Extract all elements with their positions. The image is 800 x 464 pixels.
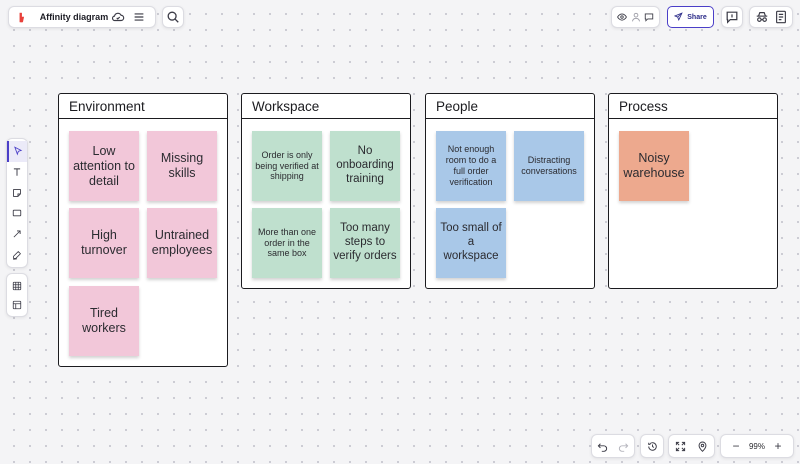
sticky-note[interactable]: More than one order in the same box [252,208,322,278]
document-title[interactable]: Affinity diagram [39,12,109,22]
share-button[interactable]: Share [667,6,714,28]
collaboration-panel [611,6,660,28]
sticky-note[interactable]: Too many steps to verify orders [330,208,400,278]
zoom-level[interactable]: 99% [748,441,765,451]
search-icon [163,6,183,28]
grid-icon[interactable] [7,276,27,295]
cloud-icon[interactable] [108,6,128,28]
notes-icon[interactable] [772,6,790,28]
sticky-note-icon[interactable] [7,182,27,203]
frame-people[interactable]: People Not enough room to do a full orde… [425,93,595,289]
redo-icon[interactable] [613,435,634,457]
comment-icon [722,6,742,28]
sticky-note[interactable]: Too small of a workspace [436,208,506,278]
location-icon[interactable] [692,435,714,457]
tools-toolbar [6,138,28,268]
incognito-icon[interactable] [753,6,771,28]
comments-button[interactable] [721,6,743,28]
document-title-bar: Affinity diagram [8,6,156,28]
pen-icon[interactable] [7,244,27,265]
frame-title[interactable]: Environment [59,94,227,119]
app-logo[interactable] [15,8,32,26]
extra-tools-toolbar [6,273,28,317]
eye-icon[interactable] [615,6,629,28]
frame-process[interactable]: Process Noisy warehouse [608,93,778,289]
frame-title[interactable]: Workspace [242,94,410,119]
undo-redo-panel [591,434,635,458]
right-tools-panel [749,6,793,28]
menu-icon[interactable] [129,6,149,28]
person-icon[interactable] [629,6,643,28]
zoom-out-button[interactable]: − [732,439,740,453]
zoom-controls: − 99% + [720,434,794,458]
history-icon [641,435,663,457]
chat-icon[interactable] [642,6,656,28]
undo-icon[interactable] [592,435,613,457]
sticky-note[interactable]: Low attention to detail [69,131,139,201]
sticky-note[interactable]: Not enough room to do a full order verif… [436,131,506,201]
sticky-note[interactable]: Missing skills [147,131,217,201]
sticky-note[interactable]: No onboarding training [330,131,400,201]
sticky-note[interactable]: Order is only being verified at shipping [252,131,322,201]
sticky-note[interactable]: Tired workers [69,286,139,356]
frame-title[interactable]: Process [609,94,777,119]
view-panel [668,434,715,458]
fit-screen-icon[interactable] [669,435,691,457]
zoom-in-button[interactable]: + [774,439,782,453]
connector-icon[interactable] [7,224,27,245]
sticky-note[interactable]: Noisy warehouse [619,131,689,201]
search-button[interactable] [162,6,184,28]
send-icon [673,11,683,23]
frame-title[interactable]: People [426,94,594,119]
sticky-note[interactable]: High turnover [69,208,139,278]
history-button[interactable] [640,434,664,458]
rectangle-icon[interactable] [7,203,27,224]
frame-workspace[interactable]: Workspace Order is only being verified a… [241,93,411,289]
sticky-note[interactable]: Distracting conversations [514,131,584,201]
sticky-note[interactable]: Untrained employees [147,208,217,278]
template-icon[interactable] [7,295,27,314]
frame-environment[interactable]: Environment Low attention to detail Miss… [58,93,228,367]
pointer-icon[interactable] [7,141,27,162]
text-icon[interactable] [7,162,27,183]
share-label: Share [687,13,707,21]
